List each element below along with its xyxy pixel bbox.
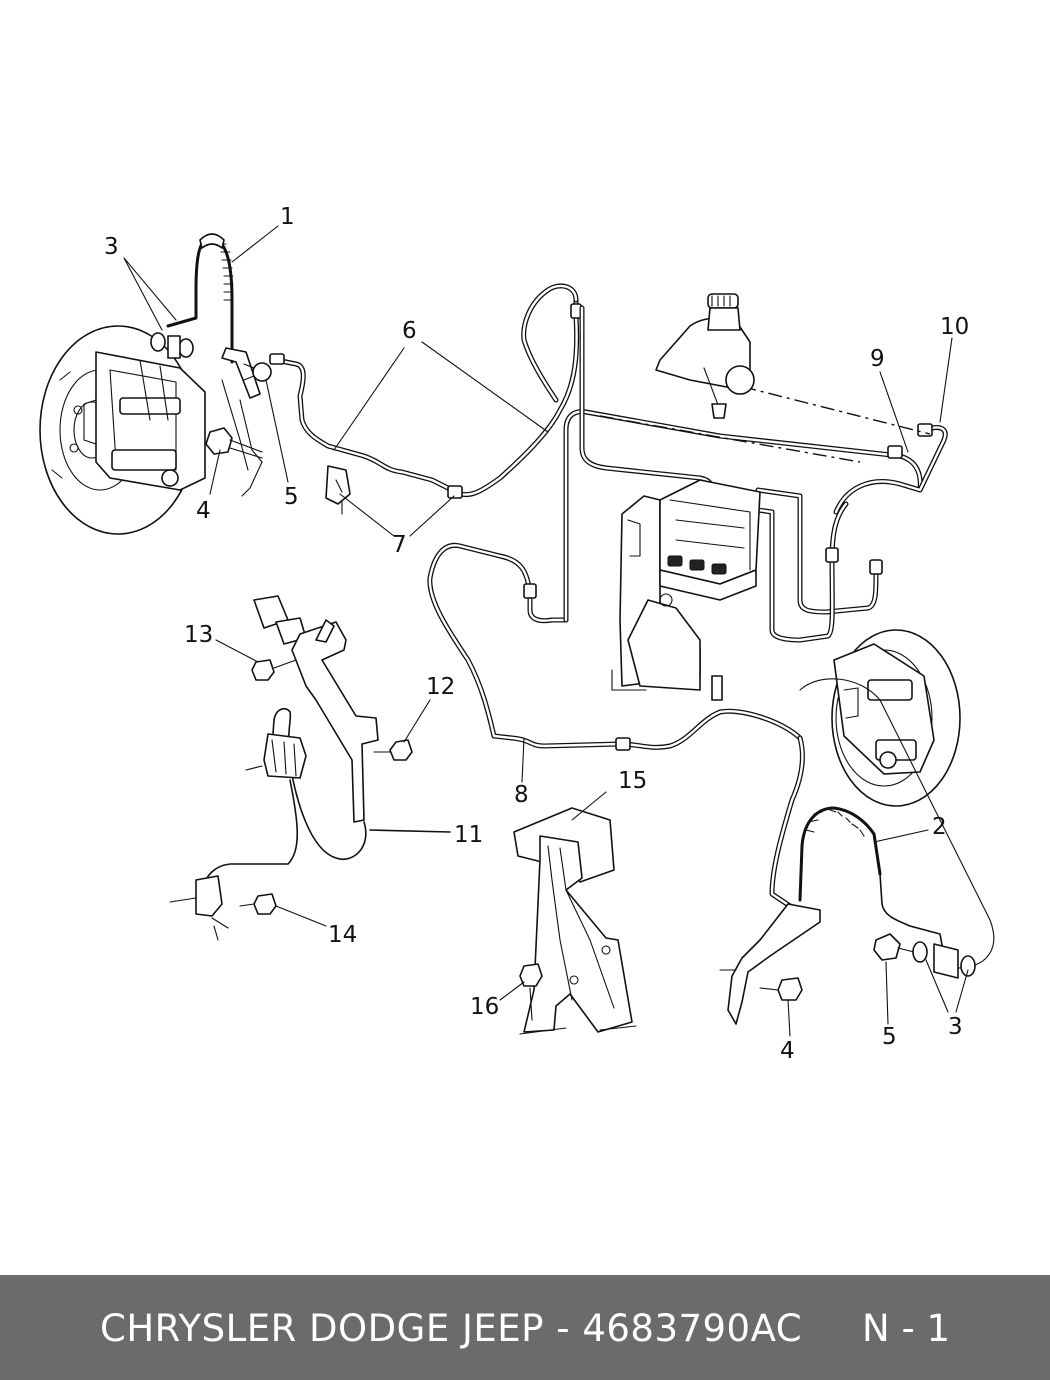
leader-lines	[123, 225, 969, 1037]
harness-bolt-12	[373, 739, 413, 761]
brake-tube-6	[269, 283, 582, 499]
callout-12: 12	[426, 674, 455, 700]
caliper-bolt-right	[759, 977, 803, 1001]
callout-5-left: 5	[284, 484, 299, 510]
callout-8: 8	[514, 782, 529, 808]
callout-11: 11	[454, 822, 483, 848]
banjo-bolt-left	[243, 362, 272, 382]
callout-4-right: 4	[780, 1038, 795, 1064]
callout-15: 15	[618, 768, 647, 794]
footer-title: CHRYSLER DODGE JEEP - 4683790AC	[100, 1307, 803, 1350]
callout-5-right: 5	[882, 1024, 897, 1050]
abs-mounting-bracket	[513, 807, 637, 1035]
harness-bolt-13	[251, 659, 297, 681]
callout-numbers: 1 2 3 3 4 4 5 5 6 7 8 9 10 11 12 13 14 1…	[104, 204, 969, 1064]
master-cylinder	[655, 293, 755, 419]
callout-16: 16	[470, 994, 499, 1020]
bracket-bolt-16	[519, 963, 543, 1021]
brake-tubes-9-10	[563, 409, 948, 623]
tube-retainer-clips	[325, 465, 351, 515]
brake-hose-front-right	[719, 806, 945, 1025]
callout-10: 10	[940, 314, 969, 340]
callout-6: 6	[402, 318, 417, 344]
brake-tube-right-front	[769, 735, 805, 909]
abs-hydraulic-control-unit	[611, 479, 761, 701]
callout-14: 14	[328, 922, 357, 948]
copper-washers-right	[912, 941, 976, 979]
assembly-outline	[799, 678, 995, 969]
footer-page-number: N - 1	[862, 1307, 951, 1350]
callout-3-right: 3	[948, 1014, 963, 1040]
brake-lines-diagram: 1 2 3 3 4 4 5 5 6 7 8 9 10 11 12 13 14 1…	[39, 204, 995, 1064]
brake-hose-front-left	[166, 233, 263, 497]
callout-9: 9	[870, 346, 885, 372]
harness-bolt-14	[239, 893, 277, 915]
footer-bar: CHRYSLER DODGE JEEP - 4683790AC N - 1	[0, 1275, 1050, 1380]
brake-tube-8	[427, 542, 803, 751]
callout-2: 2	[932, 814, 947, 840]
callout-4-left: 4	[196, 498, 211, 524]
callout-13: 13	[184, 622, 213, 648]
banjo-bolt-right	[873, 933, 915, 961]
copper-washers-left	[150, 332, 194, 359]
wheel-speed-sensor-harness	[169, 595, 451, 941]
left-brake-caliper	[83, 351, 206, 491]
callout-7: 7	[392, 532, 407, 558]
caliper-bolt-left	[205, 427, 263, 459]
callout-3-left: 3	[104, 234, 119, 260]
callout-1: 1	[280, 204, 295, 230]
